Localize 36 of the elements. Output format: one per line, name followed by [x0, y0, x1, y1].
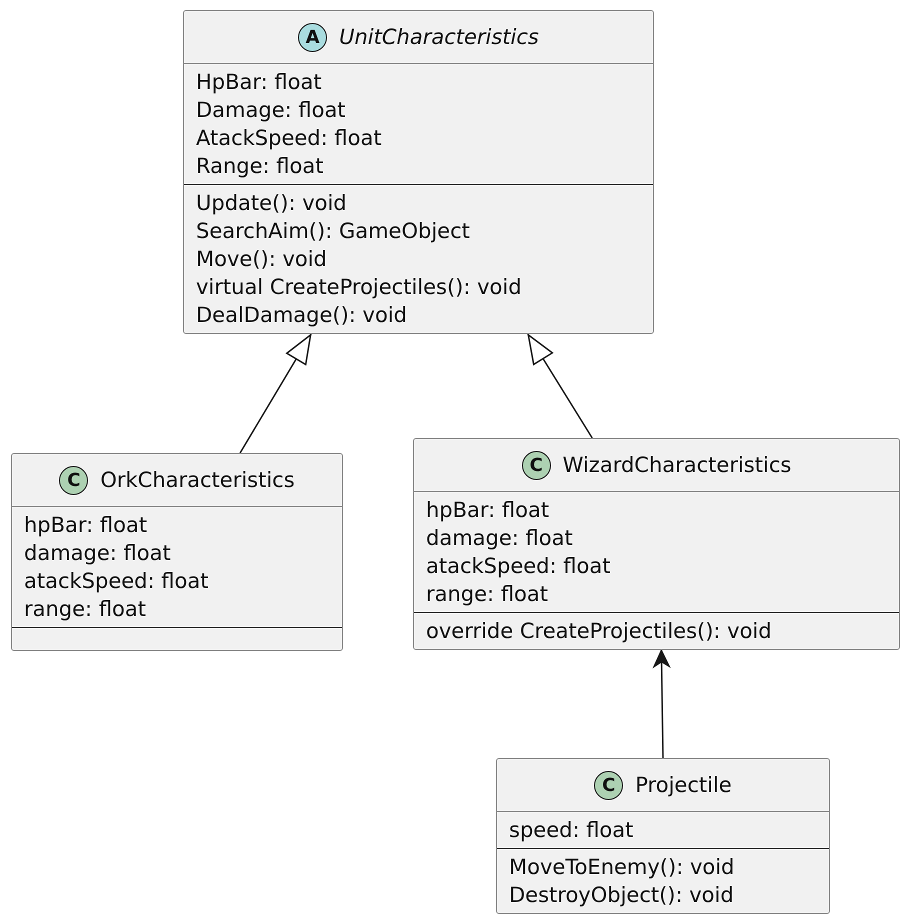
method-text: MoveToEnemy(): void [509, 854, 736, 881]
inheritance-arrow [239, 334, 312, 454]
class-name: WizardCharacteristics [562, 453, 792, 477]
attribute-text: hpBar: float [24, 512, 148, 539]
attribute-text: Damage: float [196, 97, 347, 124]
attribute-text: HpBar: float [196, 69, 323, 96]
class-name: OrkCharacteristics [100, 468, 295, 492]
method-text: Move(): void [196, 246, 328, 273]
attribute-text: AtackSpeed: float [196, 125, 383, 152]
association-arrow [653, 650, 670, 758]
stereotype-badge: C [522, 450, 551, 480]
class-box [11, 453, 343, 651]
method-text: SearchAim(): GameObject [196, 218, 471, 245]
class-box [413, 438, 900, 650]
attribute-text: damage: float [426, 525, 574, 552]
class-box [183, 10, 654, 334]
method-text: Update(): void [196, 190, 348, 217]
class-box [496, 758, 830, 914]
attribute-text: damage: float [24, 540, 172, 567]
stereotype-badge: C [594, 770, 624, 800]
method-text: DealDamage(): void [196, 302, 408, 329]
method-text: virtual CreateProjectiles(): void [196, 274, 523, 301]
class-name: Projectile [635, 773, 732, 797]
inheritance-arrow [527, 334, 593, 438]
stereotype-badge: A [298, 22, 328, 52]
attribute-text: Range: float [196, 153, 324, 180]
attribute-text: hpBar: float [426, 497, 550, 524]
attribute-text: range: float [24, 596, 147, 623]
attribute-text: atackSpeed: float [426, 553, 612, 580]
attribute-text: range: float [426, 581, 549, 608]
attribute-text: speed: float [509, 817, 634, 844]
attribute-text: atackSpeed: float [24, 568, 210, 595]
method-text: override CreateProjectiles(): void [426, 618, 773, 645]
class-name: UnitCharacteristics [339, 25, 539, 49]
method-text: DestroyObject(): void [509, 882, 735, 909]
stereotype-badge: C [59, 466, 88, 494]
